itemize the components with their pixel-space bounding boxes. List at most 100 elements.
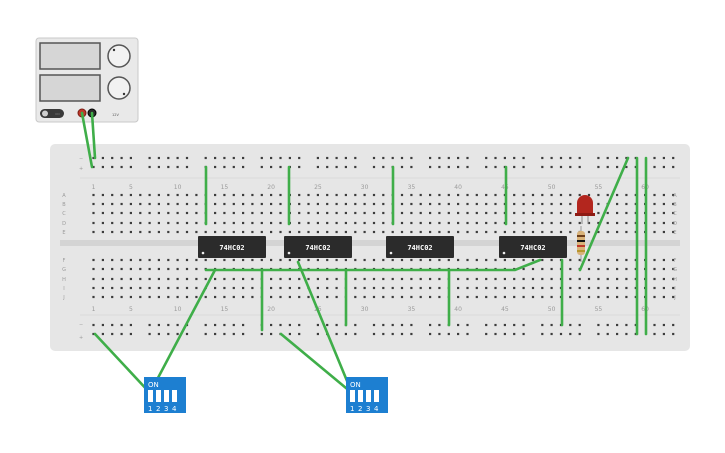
breadboard-hole[interactable] [307, 277, 310, 281]
breadboard-hole[interactable] [344, 221, 347, 225]
breadboard-hole[interactable] [391, 286, 394, 290]
breadboard-hole[interactable] [531, 221, 535, 225]
breadboard-hole[interactable] [251, 286, 254, 290]
breadboard-hole[interactable] [569, 258, 572, 262]
breadboard-hole[interactable] [625, 193, 628, 197]
breadboard-hole[interactable] [653, 202, 656, 206]
breadboard-hole[interactable] [335, 221, 338, 225]
breadboard-hole[interactable] [344, 258, 347, 262]
breadboard-hole[interactable] [457, 277, 460, 281]
breadboard-hole[interactable] [522, 202, 525, 206]
breadboard-hole[interactable] [316, 258, 319, 262]
breadboard-hole[interactable] [185, 193, 189, 197]
breadboard-hole[interactable] [326, 258, 329, 262]
breadboard-hole[interactable] [363, 193, 366, 197]
breadboard-hole[interactable] [157, 332, 160, 336]
breadboard-hole[interactable] [457, 211, 460, 215]
breadboard-hole[interactable] [111, 211, 114, 215]
breadboard-hole[interactable] [653, 258, 656, 262]
breadboard-hole[interactable] [326, 221, 329, 225]
breadboard-hole[interactable] [242, 202, 245, 206]
breadboard-hole[interactable] [298, 323, 301, 327]
breadboard-hole[interactable] [466, 211, 469, 215]
breadboard-hole[interactable] [662, 267, 665, 271]
breadboard-hole[interactable] [148, 193, 151, 197]
breadboard-hole[interactable] [354, 211, 357, 215]
breadboard-hole[interactable] [139, 286, 142, 290]
breadboard-hole[interactable] [270, 230, 273, 234]
breadboard-hole[interactable] [550, 323, 553, 327]
breadboard-hole[interactable] [101, 277, 104, 281]
breadboard-hole[interactable] [223, 165, 226, 169]
breadboard-hole[interactable] [419, 295, 422, 299]
breadboard-hole[interactable] [466, 286, 469, 290]
breadboard-hole[interactable] [382, 202, 385, 206]
breadboard-hole[interactable] [653, 165, 656, 169]
breadboard-hole[interactable] [606, 230, 609, 234]
breadboard-hole[interactable] [597, 156, 600, 160]
breadboard-hole[interactable] [307, 230, 310, 234]
breadboard-hole[interactable] [410, 295, 413, 299]
breadboard-hole[interactable] [475, 277, 478, 281]
breadboard-hole[interactable] [653, 295, 656, 299]
breadboard-hole[interactable] [270, 193, 273, 197]
breadboard-hole[interactable] [578, 156, 581, 160]
breadboard-hole[interactable] [288, 332, 291, 336]
breadboard-hole[interactable] [466, 295, 469, 299]
breadboard-hole[interactable] [410, 211, 413, 215]
breadboard-hole[interactable] [485, 286, 488, 290]
breadboard-hole[interactable] [316, 156, 319, 160]
breadboard-hole[interactable] [195, 193, 198, 197]
breadboard-hole[interactable] [242, 221, 245, 225]
breadboard-hole[interactable] [101, 211, 104, 215]
breadboard-hole[interactable] [569, 230, 572, 234]
breadboard-hole[interactable] [485, 202, 488, 206]
breadboard-hole[interactable] [597, 277, 600, 281]
breadboard-hole[interactable] [466, 221, 469, 225]
breadboard-hole[interactable] [672, 211, 675, 215]
breadboard-hole[interactable] [410, 230, 413, 234]
breadboard-hole[interactable] [214, 202, 217, 206]
breadboard-hole[interactable] [204, 258, 207, 262]
breadboard-hole[interactable] [101, 323, 104, 327]
breadboard-hole[interactable] [298, 165, 301, 169]
breadboard-hole[interactable] [223, 230, 226, 234]
breadboard-hole[interactable] [400, 211, 404, 215]
breadboard-hole[interactable] [541, 295, 544, 299]
breadboard-hole[interactable] [139, 230, 142, 234]
breadboard-hole[interactable] [335, 332, 338, 336]
breadboard-hole[interactable] [541, 165, 544, 169]
breadboard-hole[interactable] [288, 286, 291, 290]
breadboard-hole[interactable] [251, 221, 254, 225]
breadboard-hole[interactable] [372, 323, 376, 327]
breadboard-hole[interactable] [335, 277, 338, 281]
breadboard-hole[interactable] [148, 323, 151, 327]
breadboard-hole[interactable] [316, 295, 319, 299]
breadboard-hole[interactable] [335, 156, 338, 160]
breadboard-hole[interactable] [214, 211, 217, 215]
breadboard-hole[interactable] [662, 156, 665, 160]
breadboard-hole[interactable] [457, 295, 460, 299]
breadboard-hole[interactable] [513, 165, 516, 169]
breadboard-hole[interactable] [344, 332, 347, 336]
breadboard-hole[interactable] [111, 165, 114, 169]
breadboard-hole[interactable] [606, 277, 609, 281]
breadboard-hole[interactable] [232, 156, 235, 160]
breadboard-hole[interactable] [625, 332, 628, 336]
breadboard-hole[interactable] [382, 165, 385, 169]
breadboard-hole[interactable] [447, 156, 450, 160]
breadboard-hole[interactable] [447, 230, 450, 234]
breadboard-hole[interactable] [129, 332, 132, 336]
breadboard-hole[interactable] [111, 230, 114, 234]
breadboard-hole[interactable] [541, 323, 544, 327]
breadboard-hole[interactable] [372, 193, 376, 197]
breadboard-hole[interactable] [101, 332, 104, 336]
breadboard-hole[interactable] [541, 211, 544, 215]
breadboard-hole[interactable] [167, 211, 170, 215]
breadboard-hole[interactable] [288, 230, 291, 234]
breadboard-hole[interactable] [616, 211, 619, 215]
breadboard-hole[interactable] [157, 267, 160, 271]
breadboard-hole[interactable] [653, 332, 656, 336]
breadboard-hole[interactable] [120, 332, 123, 336]
breadboard-hole[interactable] [531, 258, 535, 262]
